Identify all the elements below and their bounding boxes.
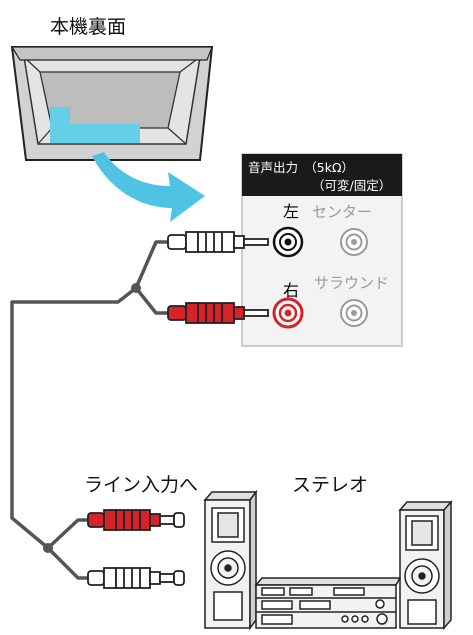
surround-label: サラウンド bbox=[314, 274, 389, 292]
right-label: 右 bbox=[283, 281, 299, 300]
page-title: 本機裏面 bbox=[50, 16, 127, 38]
stereo-plug-white bbox=[87, 567, 185, 589]
right-speaker-icon bbox=[398, 500, 453, 630]
audio-output-panel: 音声出力 （5kΩ） （可変/固定） 左 右 センター サラウンド bbox=[241, 153, 403, 347]
center-label: センター bbox=[312, 203, 372, 221]
right-output-jack bbox=[272, 297, 304, 329]
stereo-system-illustration bbox=[203, 489, 453, 631]
right-plug-red bbox=[167, 302, 269, 324]
stereo-label: ステレオ bbox=[292, 474, 369, 496]
left-plug-white bbox=[167, 231, 269, 253]
surround-output-jack bbox=[340, 299, 368, 327]
stereo-deck-icon bbox=[254, 577, 402, 629]
stereo-plug-red bbox=[87, 509, 185, 531]
left-output-jack bbox=[272, 226, 304, 258]
terminal-highlight bbox=[50, 107, 140, 143]
panel-header bbox=[242, 154, 402, 196]
cable-junction-top bbox=[131, 283, 141, 293]
panel-header-line2: （可変/固定） bbox=[312, 178, 391, 193]
curved-arrow-icon bbox=[92, 152, 205, 222]
left-speaker-icon bbox=[203, 489, 258, 631]
cable bbox=[10, 240, 168, 580]
unit-back-illustration bbox=[10, 46, 214, 161]
line-input-label: ライン入力へ bbox=[84, 474, 199, 496]
cable-junction-bottom bbox=[43, 543, 53, 553]
left-label: 左 bbox=[283, 202, 299, 221]
panel-header-line1: 音声出力 （5kΩ） bbox=[248, 160, 354, 175]
center-output-jack bbox=[340, 228, 368, 256]
